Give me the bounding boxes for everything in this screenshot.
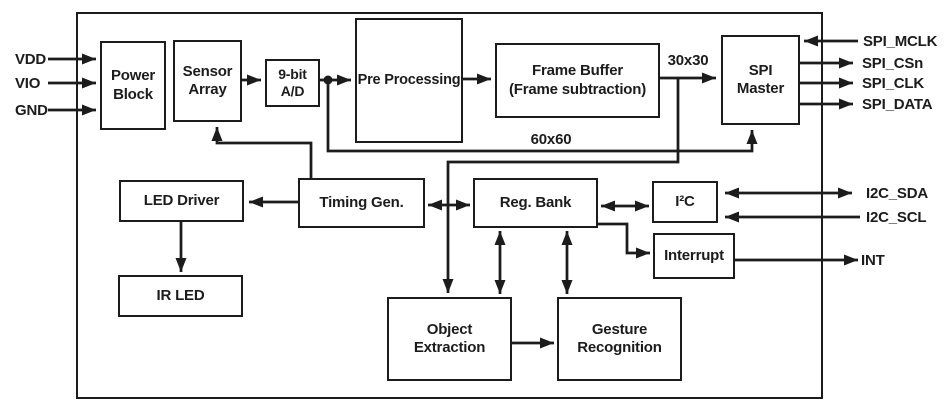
- pin-label-spi-clk: SPI_CLK: [862, 75, 924, 92]
- block-label: LED Driver: [143, 191, 220, 209]
- block-label: A/D: [280, 83, 305, 99]
- block-label: Frame Buffer: [532, 62, 623, 80]
- block-adc: 9-bit A/D: [265, 59, 320, 107]
- conn-60x60-to-spi-arrow: [326, 81, 758, 153]
- block-label: SPI: [748, 61, 773, 79]
- bus-label-30x30: 30x30: [667, 52, 709, 69]
- block-label: Pre Processing: [357, 71, 461, 88]
- pin-label-spi-csn: SPI_CSn: [862, 55, 924, 72]
- conn-timing-to-sensor-arrow: [211, 127, 313, 178]
- block-label: Block: [113, 85, 153, 103]
- block-label: Array: [188, 81, 227, 98]
- junction-dot: [323, 75, 333, 85]
- conn-30x30-to-objext-arrow: [442, 79, 680, 293]
- block-ir-led: IR LED: [118, 275, 243, 317]
- pin-label-vdd: VDD: [15, 51, 47, 68]
- pin-label-i2c-sda: I2C_SDA: [866, 185, 928, 202]
- pin-label-gnd: GND: [15, 102, 48, 119]
- block-label: 9-bit: [278, 65, 307, 82]
- block-label: (Frame subtraction): [508, 80, 647, 98]
- block-label: Power: [110, 67, 155, 85]
- pin-label-spi-mclk: SPI_MCLK: [863, 33, 938, 50]
- block-label: Recognition: [577, 339, 662, 356]
- pin-label-int: INT: [861, 252, 885, 269]
- block-timing-gen: Timing Gen.: [298, 178, 425, 228]
- block-spi-master: SPI Master: [721, 35, 800, 125]
- block-gesture-recognition: Gesture Recognition: [557, 297, 682, 381]
- conn-regbank-to-interrupt-arrow: [598, 222, 650, 259]
- pin-label-i2c-scl: I2C_SCL: [866, 209, 927, 226]
- pin-label-vio: VIO: [15, 75, 41, 92]
- block-i2c: I²C: [652, 181, 718, 223]
- block-pre-processing: Pre Processing: [355, 18, 463, 143]
- block-label: Reg. Bank: [499, 193, 572, 211]
- block-label: Gesture: [591, 320, 648, 338]
- block-label: Timing Gen.: [319, 193, 404, 211]
- chip-boundary: [76, 12, 823, 399]
- block-label: Object: [426, 320, 473, 338]
- block-led-driver: LED Driver: [119, 180, 244, 222]
- block-label: Master: [736, 80, 785, 97]
- block-interrupt: Interrupt: [653, 233, 735, 279]
- block-sensor-array: Sensor Array: [173, 40, 242, 122]
- block-label: Sensor: [182, 62, 233, 80]
- block-reg-bank: Reg. Bank: [473, 178, 598, 228]
- block-label: Interrupt: [664, 246, 724, 264]
- block-frame-buffer: Frame Buffer (Frame subtraction): [495, 43, 660, 118]
- block-label: I²C: [675, 192, 695, 210]
- block-power: Power Block: [100, 41, 166, 130]
- block-label: Extraction: [413, 339, 486, 356]
- pin-label-spi-data: SPI_DATA: [862, 96, 933, 113]
- block-object-extraction: Object Extraction: [387, 297, 512, 381]
- block-label: IR LED: [156, 286, 205, 304]
- bus-label-60x60: 60x60: [530, 131, 572, 148]
